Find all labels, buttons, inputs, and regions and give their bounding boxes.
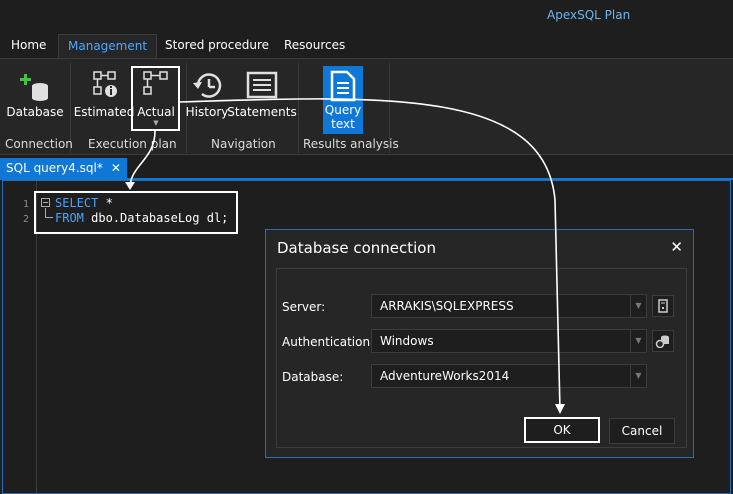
- actual-highlight: [131, 66, 180, 131]
- authentication-label: Authentication:: [282, 335, 375, 349]
- line-number: 2: [23, 214, 30, 225]
- database-connection-dialog: Database connection ✕ Server: ARRAKIS\SQ…: [265, 229, 694, 458]
- tab-stored-procedure[interactable]: Stored procedure: [165, 38, 270, 52]
- document-tabs: SQL query4.sql* ✕: [0, 157, 733, 179]
- database-button[interactable]: Database: [6, 69, 64, 119]
- actual-label: Actual: [137, 105, 175, 119]
- database-label: Database:: [282, 370, 344, 384]
- database-value: AdventureWorks2014: [380, 369, 510, 383]
- actual-plan-icon: [143, 71, 168, 95]
- dialog-title: Database connection: [277, 239, 436, 257]
- statements-button[interactable]: Statements: [227, 69, 297, 119]
- tab-sql-query-label: SQL query4.sql*: [6, 161, 103, 175]
- estimated-button[interactable]: Estimated: [73, 69, 135, 119]
- credentials-button[interactable]: [652, 330, 674, 352]
- query-text-label: Query text: [324, 103, 362, 131]
- history-icon: [193, 73, 222, 98]
- dropdown-arrow-icon[interactable]: ▼: [153, 119, 159, 127]
- chevron-down-icon[interactable]: ▼: [630, 330, 646, 352]
- group-connection: Connection: [5, 137, 73, 151]
- database-combo[interactable]: AdventureWorks2014 ▼: [371, 364, 647, 388]
- line-number: 1: [23, 199, 30, 210]
- app-title: ApexSQL Plan: [547, 8, 631, 22]
- database-label: Database: [6, 105, 64, 119]
- code-highlight: [34, 191, 238, 234]
- close-icon[interactable]: ✕: [670, 238, 683, 256]
- tab-resources[interactable]: Resources: [284, 38, 346, 52]
- ok-button[interactable]: OK: [524, 417, 600, 443]
- estimated-plan-icon: [93, 71, 117, 97]
- collapse-icon[interactable]: [41, 198, 50, 207]
- history-button[interactable]: History: [185, 69, 229, 119]
- server-value: ARRAKIS\SQLEXPRESS: [380, 299, 514, 313]
- code-fragment: dbo.DatabaseLog dl;: [83, 211, 229, 225]
- server-icon: [658, 299, 668, 313]
- authentication-value: Windows: [380, 334, 434, 348]
- dialog-body: [276, 268, 687, 448]
- menu-tabs: Home Management Stored procedure Resourc…: [0, 34, 733, 58]
- close-tab-icon[interactable]: ✕: [110, 161, 121, 175]
- estimated-label: Estimated: [73, 105, 135, 119]
- authentication-combo[interactable]: Windows ▼: [371, 329, 647, 353]
- line-numbers: 1 2: [23, 197, 29, 227]
- tab-home[interactable]: Home: [11, 38, 47, 52]
- server-label: Server:: [282, 300, 326, 314]
- code-fragment: *: [98, 196, 113, 210]
- group-results-analysis: Results analysis: [303, 137, 399, 151]
- actual-button[interactable]: Actual ▼: [136, 69, 176, 127]
- history-label: History: [185, 105, 229, 119]
- sql-keyword: SELECT: [55, 196, 99, 210]
- query-text-icon: [330, 70, 356, 102]
- database-icon: [20, 74, 48, 101]
- database-settings-icon: [655, 335, 669, 348]
- tab-sql-query[interactable]: SQL query4.sql* ✕: [0, 158, 127, 178]
- tab-underline: [0, 178, 733, 180]
- chevron-down-icon[interactable]: ▼: [630, 295, 646, 317]
- sql-keyword: FROM: [55, 211, 84, 225]
- server-combo[interactable]: ARRAKIS\SQLEXPRESS ▼: [371, 294, 647, 318]
- statements-icon: [246, 71, 278, 99]
- tab-management[interactable]: Management: [58, 34, 158, 58]
- statements-label: Statements: [227, 105, 297, 119]
- code-text: SELECT * FROM dbo.DatabaseLog dl;: [55, 196, 228, 226]
- chevron-down-icon[interactable]: ▼: [630, 365, 646, 387]
- group-navigation: Navigation: [211, 137, 276, 151]
- title-bar: ApexSQL Plan: [0, 0, 733, 32]
- browse-server-button[interactable]: [652, 295, 674, 317]
- cancel-button[interactable]: Cancel: [609, 418, 675, 444]
